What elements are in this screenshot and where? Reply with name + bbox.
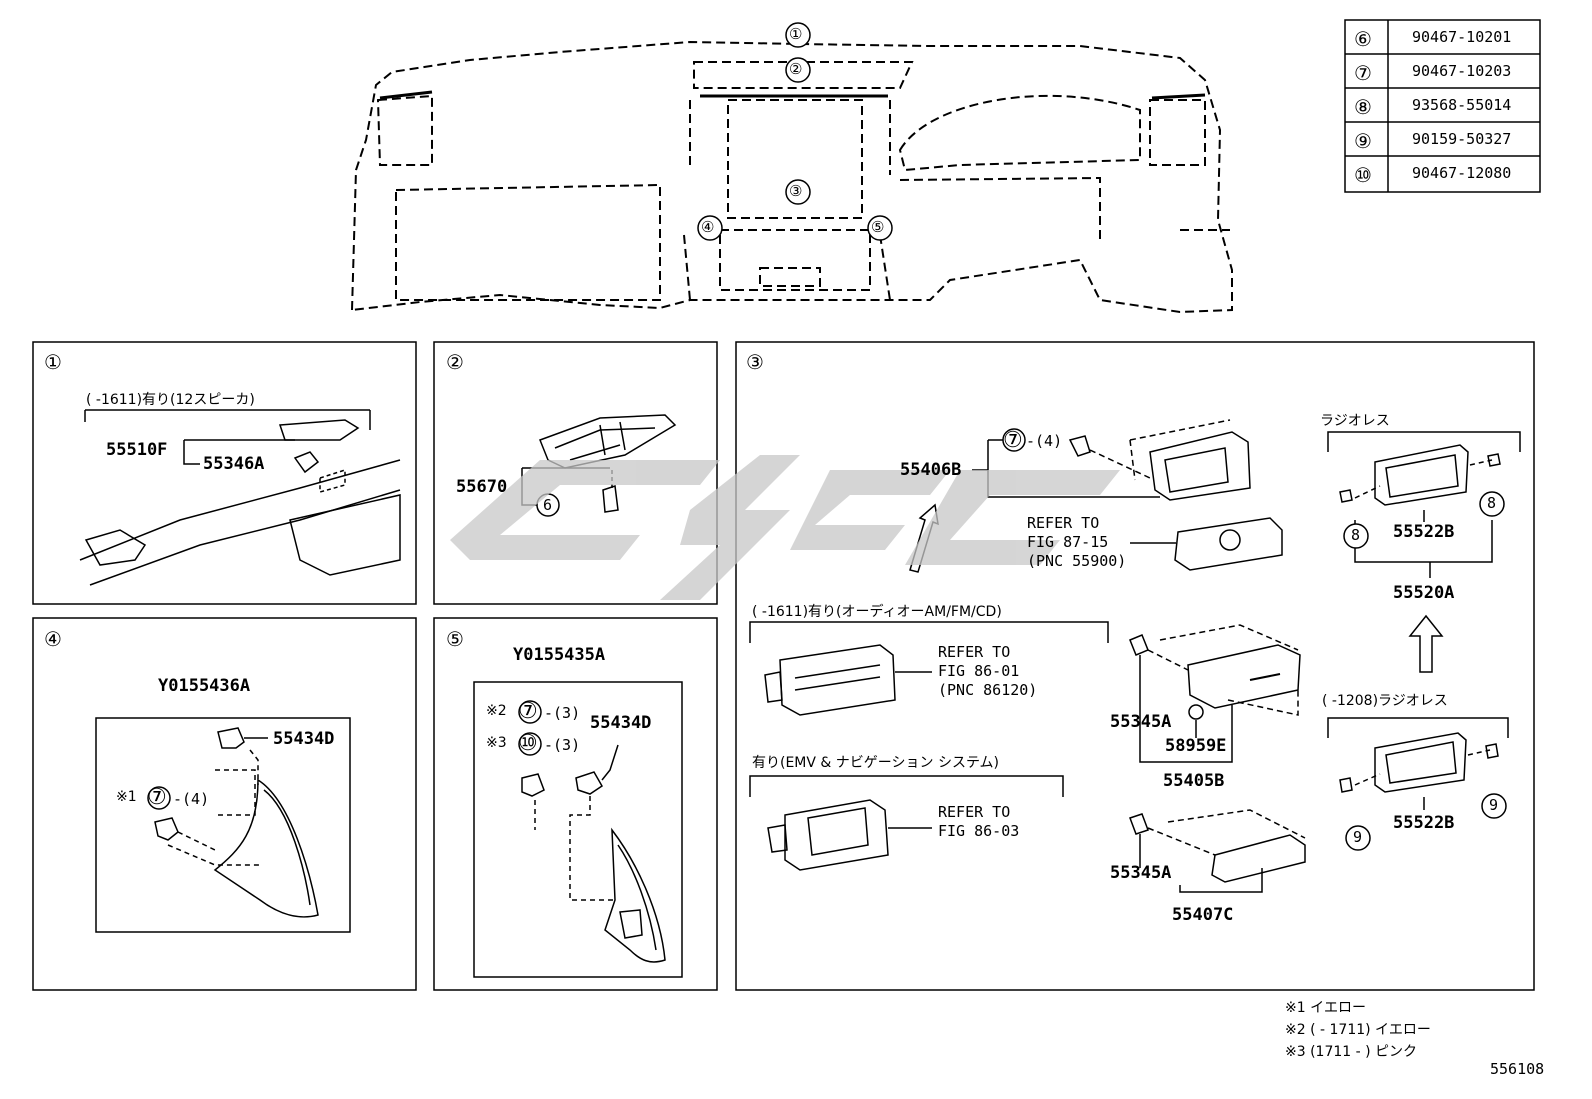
panel-4-inner-frame [95, 717, 351, 933]
panel-3-circles [536, 428, 1507, 851]
panel-2-frame [433, 341, 718, 605]
watermark-logo [450, 455, 1120, 600]
panel-5-frame [433, 617, 718, 991]
panel-1-art [79, 409, 401, 586]
panel-4-circle [147, 786, 171, 810]
panel-5-art [521, 744, 666, 963]
overview-callouts [697, 22, 893, 241]
panel-frames [32, 341, 1535, 991]
panel-4-frame [32, 617, 417, 991]
dashboard-overview-solid [379, 90, 1206, 100]
dashboard-overview [350, 40, 1233, 314]
panel-4-art [154, 727, 319, 918]
parts-table-grid [1344, 19, 1541, 193]
panel-3-frame [735, 341, 1535, 991]
panel-5-inner-frame [473, 681, 683, 978]
panel-1-frame [32, 341, 417, 605]
panel-5-circles [518, 700, 542, 756]
